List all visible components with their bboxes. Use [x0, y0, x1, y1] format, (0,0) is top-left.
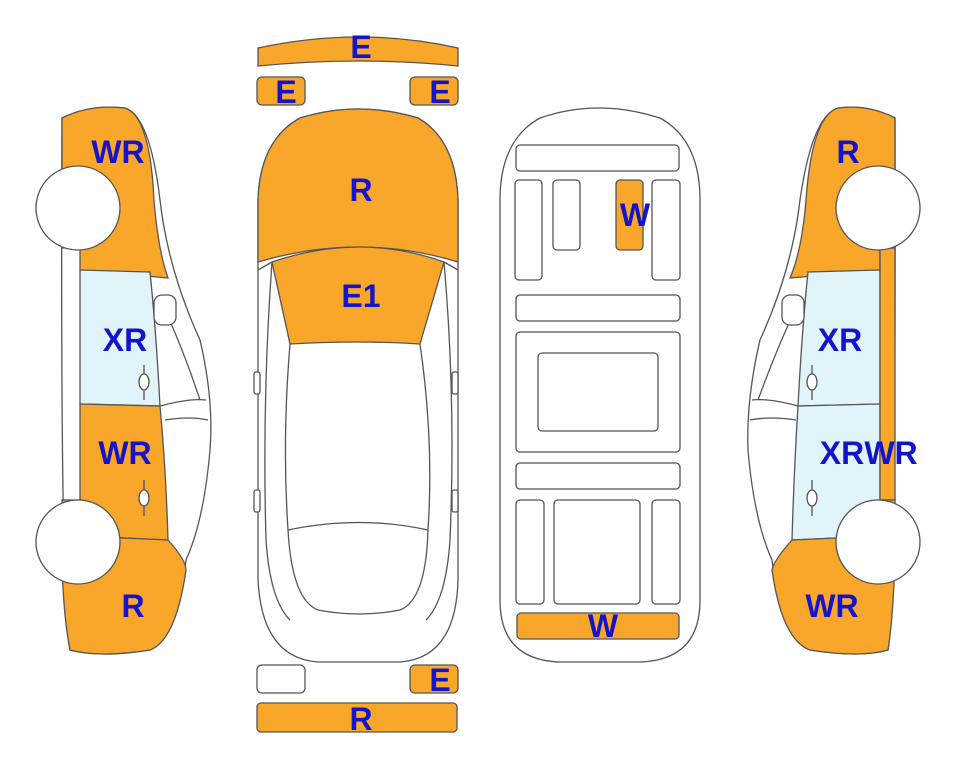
right-front-wheel: [835, 165, 921, 251]
right-front-door-label: XR: [818, 322, 862, 358]
rear-light-right-label: E: [429, 662, 450, 698]
left-rear-door-label: WR: [98, 435, 151, 471]
front-bumper-label: E: [350, 29, 371, 65]
rear-light-left-panel[interactable]: [256, 664, 306, 694]
hood-label: R: [349, 172, 372, 208]
right-rear-door-label: XR: [820, 435, 864, 471]
floor-panel-label: W: [620, 197, 651, 233]
right-rear-quarter-label: WR: [805, 588, 858, 624]
left-front-door-label: XR: [103, 322, 147, 358]
left-front-fender-label: WR: [91, 134, 144, 170]
left-front-wheel: [35, 165, 121, 251]
right-side-view: R XR XR WR WR: [747, 106, 921, 655]
headlight-right-panel[interactable]: [409, 76, 459, 106]
front-bumper-panel[interactable]: [257, 36, 459, 67]
floor-panel[interactable]: [615, 179, 644, 251]
windshield-label: E1: [341, 278, 380, 314]
rear-light-right-panel[interactable]: [409, 664, 459, 694]
right-rear-door-strip-label: WR: [864, 435, 917, 471]
right-rear-wheel: [835, 499, 921, 585]
headlight-left-panel[interactable]: [256, 76, 306, 106]
floor-view: W W: [499, 107, 701, 663]
rear-bumper-label: R: [349, 701, 372, 737]
left-rear-wheel: [35, 499, 121, 585]
headlight-left-label: E: [275, 74, 296, 110]
headlight-right-label: E: [429, 74, 450, 110]
left-rear-quarter-label: R: [121, 588, 144, 624]
top-view: E E E R E1 E R: [253, 29, 459, 737]
floor-rear-bar-panel[interactable]: [516, 612, 680, 640]
hood-panel[interactable]: [257, 108, 459, 263]
left-side-view: WR XR WR R: [35, 106, 212, 655]
floor-rear-bar-label: W: [588, 608, 619, 644]
right-front-fender-label: R: [836, 134, 859, 170]
rear-bumper-panel[interactable]: [256, 702, 458, 733]
